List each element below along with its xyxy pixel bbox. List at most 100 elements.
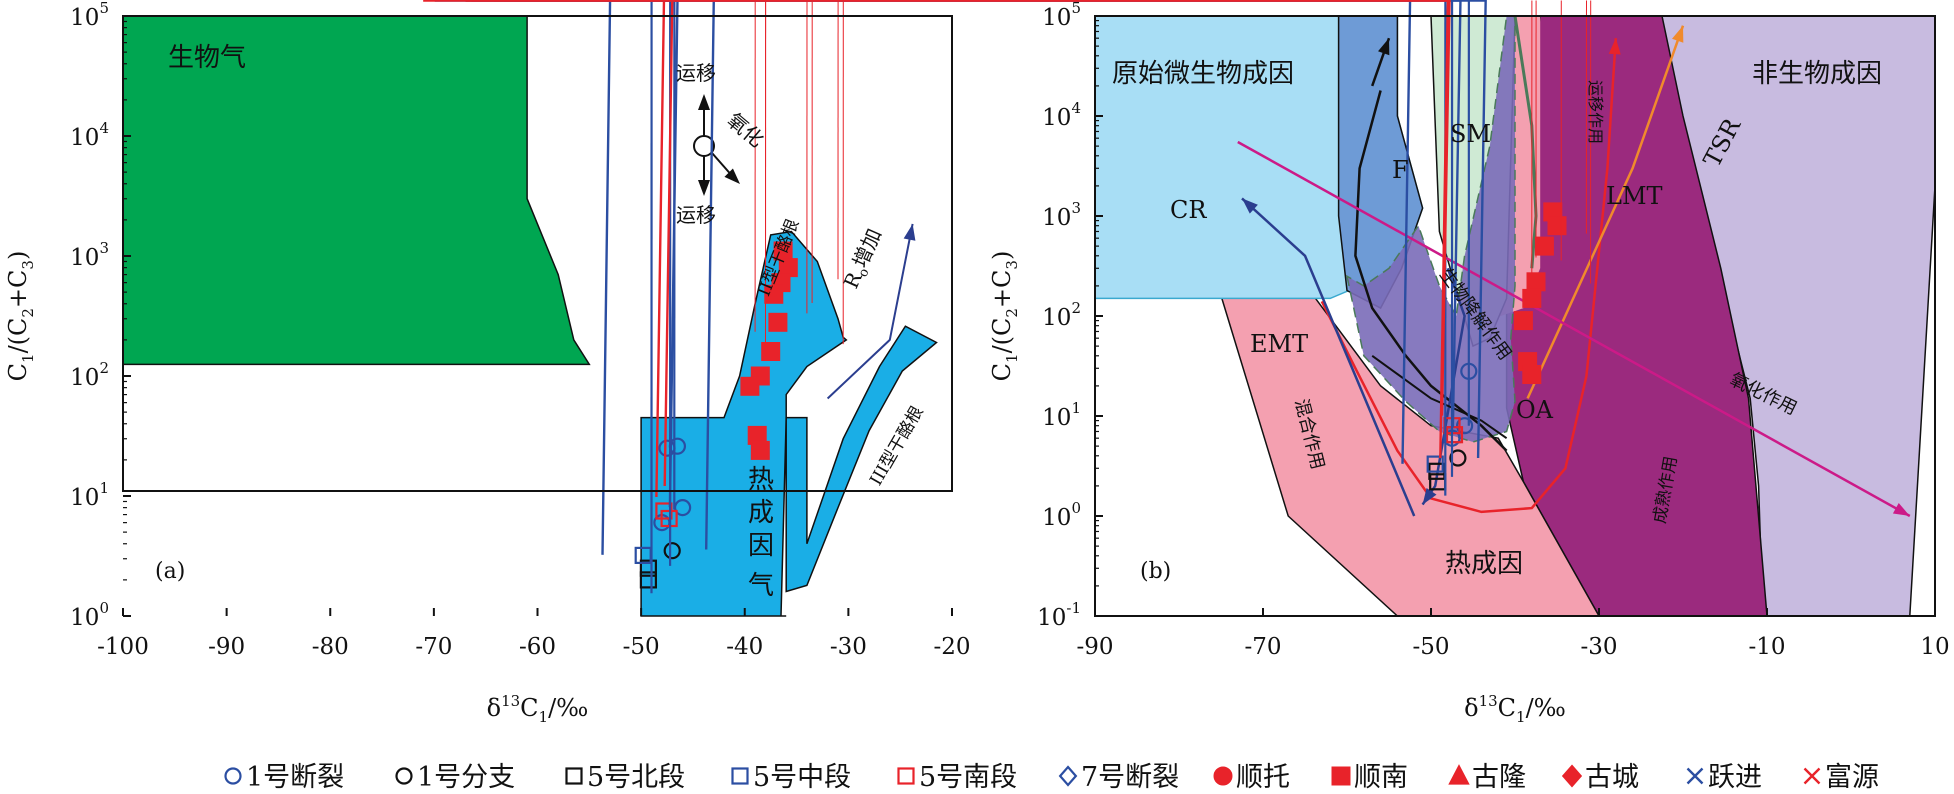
- panel-a: -100-90-80-70-60-50-40-30-20100101102103…: [4, 0, 971, 726]
- b-ytick-exp-0: -1: [1066, 599, 1081, 617]
- a-ytick-label-0: 100: [70, 599, 109, 631]
- a-xlabel: δ13C1/‰: [487, 692, 589, 726]
- b-xlabel-part-3: 1: [1516, 708, 1526, 726]
- panel-b-lmt-label: LMT: [1606, 182, 1663, 210]
- a-point-22: [750, 440, 770, 460]
- a-ytick-base-2: 10: [70, 365, 99, 391]
- mixing-arrow-head: [1242, 198, 1258, 214]
- a-ytick-base-5: 10: [70, 5, 99, 31]
- thermo-char-1: 热: [748, 465, 774, 495]
- panel-b-sm-label: SM: [1450, 120, 1491, 148]
- panel-b-emt-label: EMT: [1250, 330, 1308, 358]
- a-xtick-label-2: -80: [312, 634, 349, 660]
- region-emt: [1219, 294, 1600, 616]
- legend-label-11: 富源: [1825, 762, 1879, 793]
- oxidation-arrow: [1237, 140, 1911, 518]
- panel-a-frame: [122, 15, 953, 492]
- panel-a-tag: (a): [155, 559, 185, 584]
- legend-marker-4: [897, 767, 915, 785]
- panel-a-axes: -100-90-80-70-60-50-40-30-20100101102103…: [4, 0, 971, 726]
- legend-marker-9: [1561, 764, 1583, 788]
- b-ytick-base-1: 10: [1042, 505, 1071, 531]
- migration-line: [1513, 15, 1538, 269]
- a-xtick-label-5: -50: [623, 634, 660, 660]
- legend-label-2: 5号北段: [587, 762, 685, 793]
- a-point-5: [639, 559, 658, 577]
- a-ytick-exp-3: 3: [99, 239, 109, 257]
- legend-label-8: 古隆: [1472, 762, 1526, 793]
- a-ytick-base-1: 10: [70, 485, 99, 511]
- a-xtick-label-6: -40: [726, 634, 763, 660]
- a-xtick-label-0: -100: [97, 634, 149, 660]
- b-ylabel-part-2: /(C: [988, 318, 1016, 354]
- b-ytick-base-2: 10: [1042, 405, 1071, 431]
- panel-a-ro-label: Ro增加: [839, 225, 889, 293]
- legend-label-9: 古城: [1585, 762, 1639, 793]
- b-xlabel-part-4: /‰: [1526, 694, 1566, 722]
- a-ytick-label-4: 104: [70, 119, 109, 151]
- legend-marker-1: [395, 767, 413, 785]
- ro-increase: 增加: [848, 225, 886, 271]
- legend-marker-8: [1448, 764, 1470, 785]
- b-ytick-label-2: 101: [1042, 399, 1081, 431]
- a-xtick-label-7: -30: [830, 634, 867, 660]
- a-point-6: [639, 571, 658, 589]
- b-xtick-label-4: -10: [1748, 634, 1785, 660]
- a-xlabel-part-2: C: [520, 694, 538, 722]
- a-xlabel-part-1: 13: [501, 692, 520, 710]
- legend-marker-7: [1331, 766, 1351, 786]
- b-ytick-base-4: 10: [1042, 205, 1071, 231]
- mixing-arrow-lower-head: [1422, 487, 1437, 505]
- b-point-1: [1455, 417, 1474, 435]
- a-point-4: [663, 542, 681, 560]
- legend-marker-2: [565, 767, 583, 785]
- a-xtick-label-3: -70: [415, 634, 452, 660]
- b-ytick-exp-1: 0: [1071, 499, 1081, 517]
- a-point-17: [768, 312, 788, 332]
- panel-b-thermo-label: 热成因: [1445, 549, 1523, 579]
- panel-b-migration-label: 运移作用: [1586, 80, 1605, 144]
- panel-b-abiogenic-label: 非生物成因: [1752, 59, 1882, 89]
- b-ylabel-part-6: ): [988, 251, 1016, 260]
- a-ytick-exp-2: 2: [99, 359, 109, 377]
- legend-marker-10: [1686, 767, 1704, 785]
- a-ytick-exp-5: 5: [99, 0, 109, 17]
- legend-marker-3: [731, 767, 749, 785]
- a-ytick-exp-0: 0: [99, 599, 109, 617]
- panel-a-bio-label: 生物气: [168, 43, 246, 73]
- panel-b-tag: (b): [1140, 559, 1171, 584]
- panel-b-f-label: F: [1392, 156, 1409, 184]
- a-ytick-exp-4: 4: [99, 119, 109, 137]
- mig-up-head: [698, 94, 710, 110]
- biodeg-path: [1371, 354, 1508, 440]
- b-point-17: [1522, 288, 1542, 308]
- a-xtick-label-4: -60: [519, 634, 556, 660]
- panel-b-oa-label: OA: [1516, 396, 1554, 424]
- legend-label-1: 1号分支: [417, 762, 515, 793]
- thermo-char-3: 因: [748, 531, 774, 561]
- legend-label-5: 7号断裂: [1081, 762, 1179, 793]
- maturation-arrow: [1320, 38, 1618, 514]
- mig-down-head: [698, 180, 710, 196]
- legend-marker-5: [1058, 765, 1078, 787]
- b-point-15: [1534, 236, 1554, 256]
- a-ytick-base-3: 10: [70, 245, 99, 271]
- b-ytick-exp-5: 4: [1071, 99, 1081, 117]
- b-point-6: [1426, 455, 1444, 473]
- oxid-head: [724, 168, 740, 184]
- ro-arrow-head: [903, 223, 916, 241]
- legend-label-3: 5号中段: [753, 762, 851, 793]
- region-thermo: [640, 230, 848, 617]
- panel-a-mig-up-label: 运移: [676, 61, 716, 85]
- thermo-char-2: 成: [748, 498, 774, 528]
- path-f-curve: [1354, 90, 1508, 452]
- ro-arrow: [826, 223, 914, 400]
- b-xlabel: δ13C1/‰: [1464, 692, 1566, 726]
- legend-marker-11: [1803, 767, 1821, 785]
- a-ytick-label-2: 102: [70, 359, 109, 391]
- legend-label-6: 顺托: [1236, 762, 1290, 793]
